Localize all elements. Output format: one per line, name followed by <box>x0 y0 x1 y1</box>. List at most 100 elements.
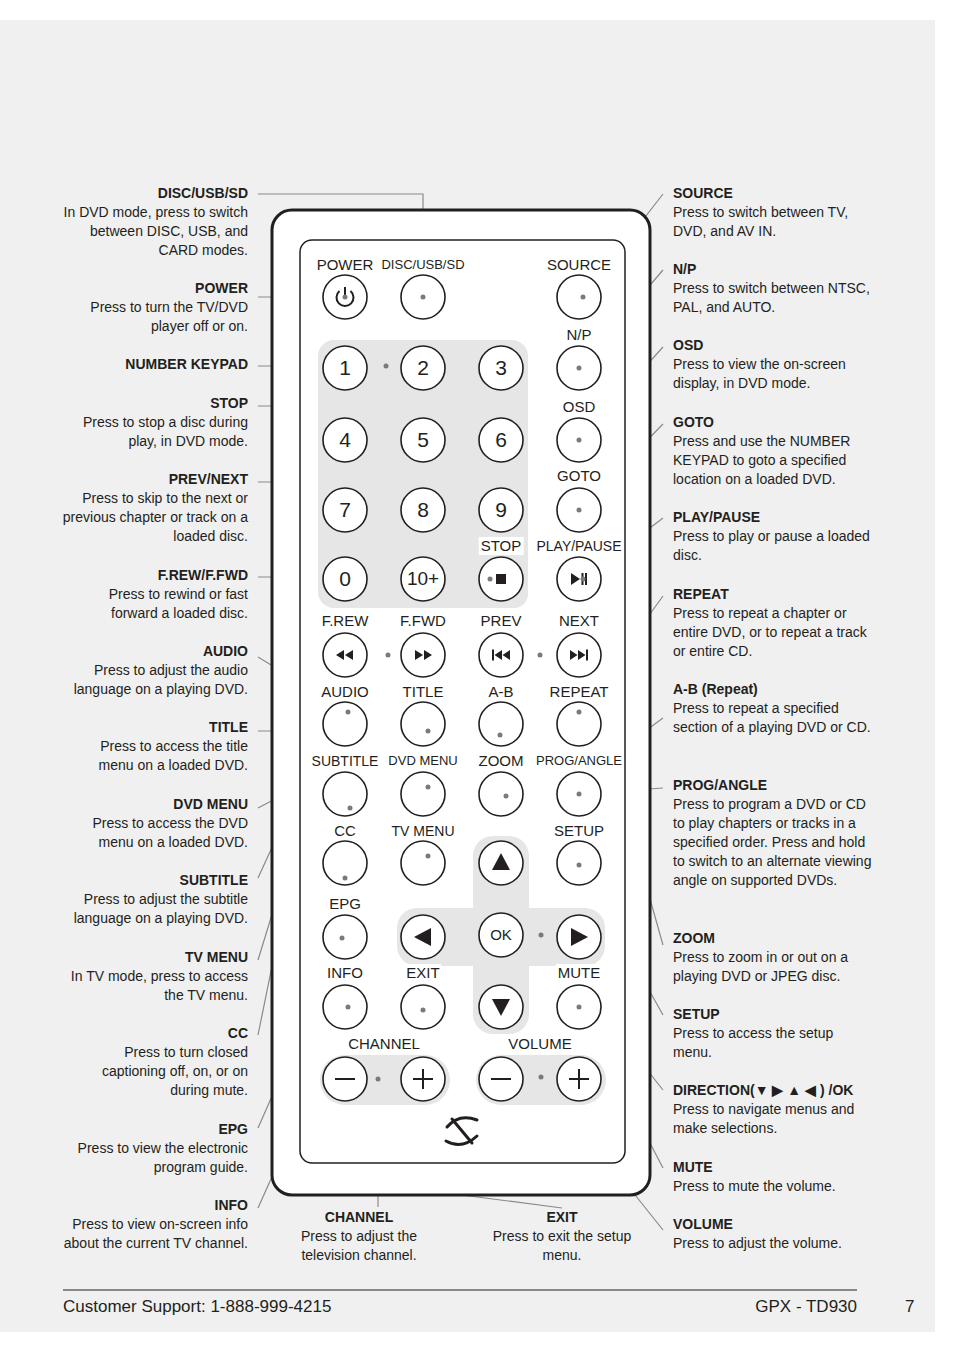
callout-heading: SETUP <box>673 1005 873 1024</box>
leader-dot <box>421 1008 426 1013</box>
callout-heading: REPEAT <box>673 585 873 604</box>
plus-minus-symbols <box>335 1069 589 1089</box>
leader-dot <box>577 508 582 513</box>
callout: F.REW/F.FWDPress to rewind or fast forwa… <box>82 566 248 623</box>
callout-text: Press to access the setup menu. <box>673 1024 873 1062</box>
button-symbol <box>583 573 587 585</box>
remote-button: MUTE <box>557 985 601 1029</box>
button-key-text: 0 <box>339 570 351 588</box>
button-label: N/P <box>564 326 593 344</box>
callout-heading: DIRECTION(▼ ▶ ▲ ◀ ) /OK <box>673 1081 873 1100</box>
leader-dot <box>346 710 351 715</box>
callout-text: Press to exit the setup menu. <box>477 1227 647 1265</box>
remote-button: PREV <box>479 633 523 677</box>
remote-button: 10+ <box>401 557 445 601</box>
remote-button: 1 <box>323 346 367 390</box>
remote-button: 7 <box>323 488 367 532</box>
button-label: SUBTITLE <box>310 752 381 770</box>
button-outline <box>401 841 445 885</box>
button-outline <box>479 702 523 746</box>
button-key-text: OK <box>490 926 512 944</box>
leader-dot <box>577 366 582 371</box>
button-label: EXIT <box>404 964 441 982</box>
button-outline <box>323 702 367 746</box>
callout: SETUPPress to access the setup menu. <box>673 1005 873 1062</box>
button-outline <box>557 702 601 746</box>
callout-heading: PREV/NEXT <box>52 470 248 489</box>
leader-dot <box>340 936 345 941</box>
button-symbol <box>336 650 353 660</box>
callout-heading: POWER <box>62 279 248 298</box>
button-label: SOURCE <box>545 256 613 274</box>
brand-logo <box>446 1118 477 1145</box>
leader-dot <box>384 364 389 369</box>
page-ground <box>0 20 935 1332</box>
page-number: 7 <box>905 1297 914 1317</box>
button-key-text: 5 <box>417 431 429 449</box>
callout: A-B (Repeat)Press to repeat a specified … <box>673 680 873 737</box>
button-label: NEXT <box>557 612 601 630</box>
callout-heading: OSD <box>673 336 873 355</box>
button-outline <box>557 841 601 885</box>
remote-button: N/P <box>557 346 601 390</box>
callout-text: In TV mode, press to access the TV menu. <box>48 967 248 1005</box>
callout: PROG/ANGLEPress to program a DVD or CD t… <box>673 776 873 890</box>
leader-dot <box>577 438 582 443</box>
button-label: TV MENU <box>390 822 457 840</box>
callout-text: Press to repeat a chapter or entire DVD,… <box>673 604 873 661</box>
callout: PREV/NEXTPress to skip to the next or pr… <box>52 470 248 546</box>
callout-text: Press to stop a disc during play, in DVD… <box>54 413 248 451</box>
callout-text: Press to access the DVD menu on a loaded… <box>76 814 248 852</box>
leader-dot <box>348 806 353 811</box>
remote-button: 6 <box>479 418 523 462</box>
callout: CCPress to turn closed captioning off, o… <box>98 1024 248 1100</box>
callout: CHANNELPress to adjust the television ch… <box>279 1208 439 1265</box>
button-key-text: 4 <box>339 431 351 449</box>
callout: DVD MENUPress to access the DVD menu on … <box>76 795 248 852</box>
remote-button: REPEAT <box>557 702 601 746</box>
remote-button: DVD MENU <box>401 772 445 816</box>
remote-button: INFO <box>323 985 367 1029</box>
button-symbol <box>415 650 432 660</box>
leader-dot <box>343 295 348 300</box>
remote-button: A-B <box>479 702 523 746</box>
leader-dot <box>421 295 426 300</box>
callout-heading: N/P <box>673 260 873 279</box>
remote-button: 3 <box>479 346 523 390</box>
callout: OSDPress to view the on-screen display, … <box>673 336 873 393</box>
group-label: VOLUME <box>506 1034 573 1054</box>
callout-heading: NUMBER KEYPAD <box>62 355 248 374</box>
button-label: GOTO <box>555 467 603 485</box>
remote-button: ZOOM <box>479 772 523 816</box>
button-label: DVD MENU <box>386 752 459 770</box>
button-symbol <box>571 573 580 585</box>
button-key-text: 7 <box>339 501 351 519</box>
button-outline <box>557 772 601 816</box>
callout: PLAY/PAUSEPress to play or pause a loade… <box>673 508 873 565</box>
button-key-text: 1 <box>339 359 351 377</box>
leader-dot <box>577 792 582 797</box>
button-label: STOP <box>479 537 524 555</box>
callout: AUDIOPress to adjust the audio language … <box>42 642 248 699</box>
leader-dot <box>376 1077 381 1082</box>
remote-button: SETUP <box>557 841 601 885</box>
remote-button: TV MENU <box>401 841 445 885</box>
callout: POWERPress to turn the TV/DVD player off… <box>62 279 248 336</box>
leader-dot <box>426 729 431 734</box>
model-name: GPX - TD930 <box>755 1297 857 1317</box>
callout-text: Press to adjust the audio language on a … <box>42 661 248 699</box>
callout-heading: A-B (Repeat) <box>673 680 873 699</box>
dpad-panel <box>473 836 529 1034</box>
button-outline <box>401 275 445 319</box>
callout-heading: TITLE <box>76 718 248 737</box>
callout: INFOPress to view on-screen info about t… <box>60 1196 248 1253</box>
callout-heading: INFO <box>60 1196 248 1215</box>
callout-heading: DVD MENU <box>76 795 248 814</box>
callout-heading: AUDIO <box>42 642 248 661</box>
keypad-panel <box>318 340 528 608</box>
remote-button: F.REW <box>323 633 367 677</box>
button-label: REPEAT <box>548 683 611 701</box>
button-label: MUTE <box>556 964 603 982</box>
remote-button: 5 <box>401 418 445 462</box>
remote-button: EXIT <box>401 985 445 1029</box>
